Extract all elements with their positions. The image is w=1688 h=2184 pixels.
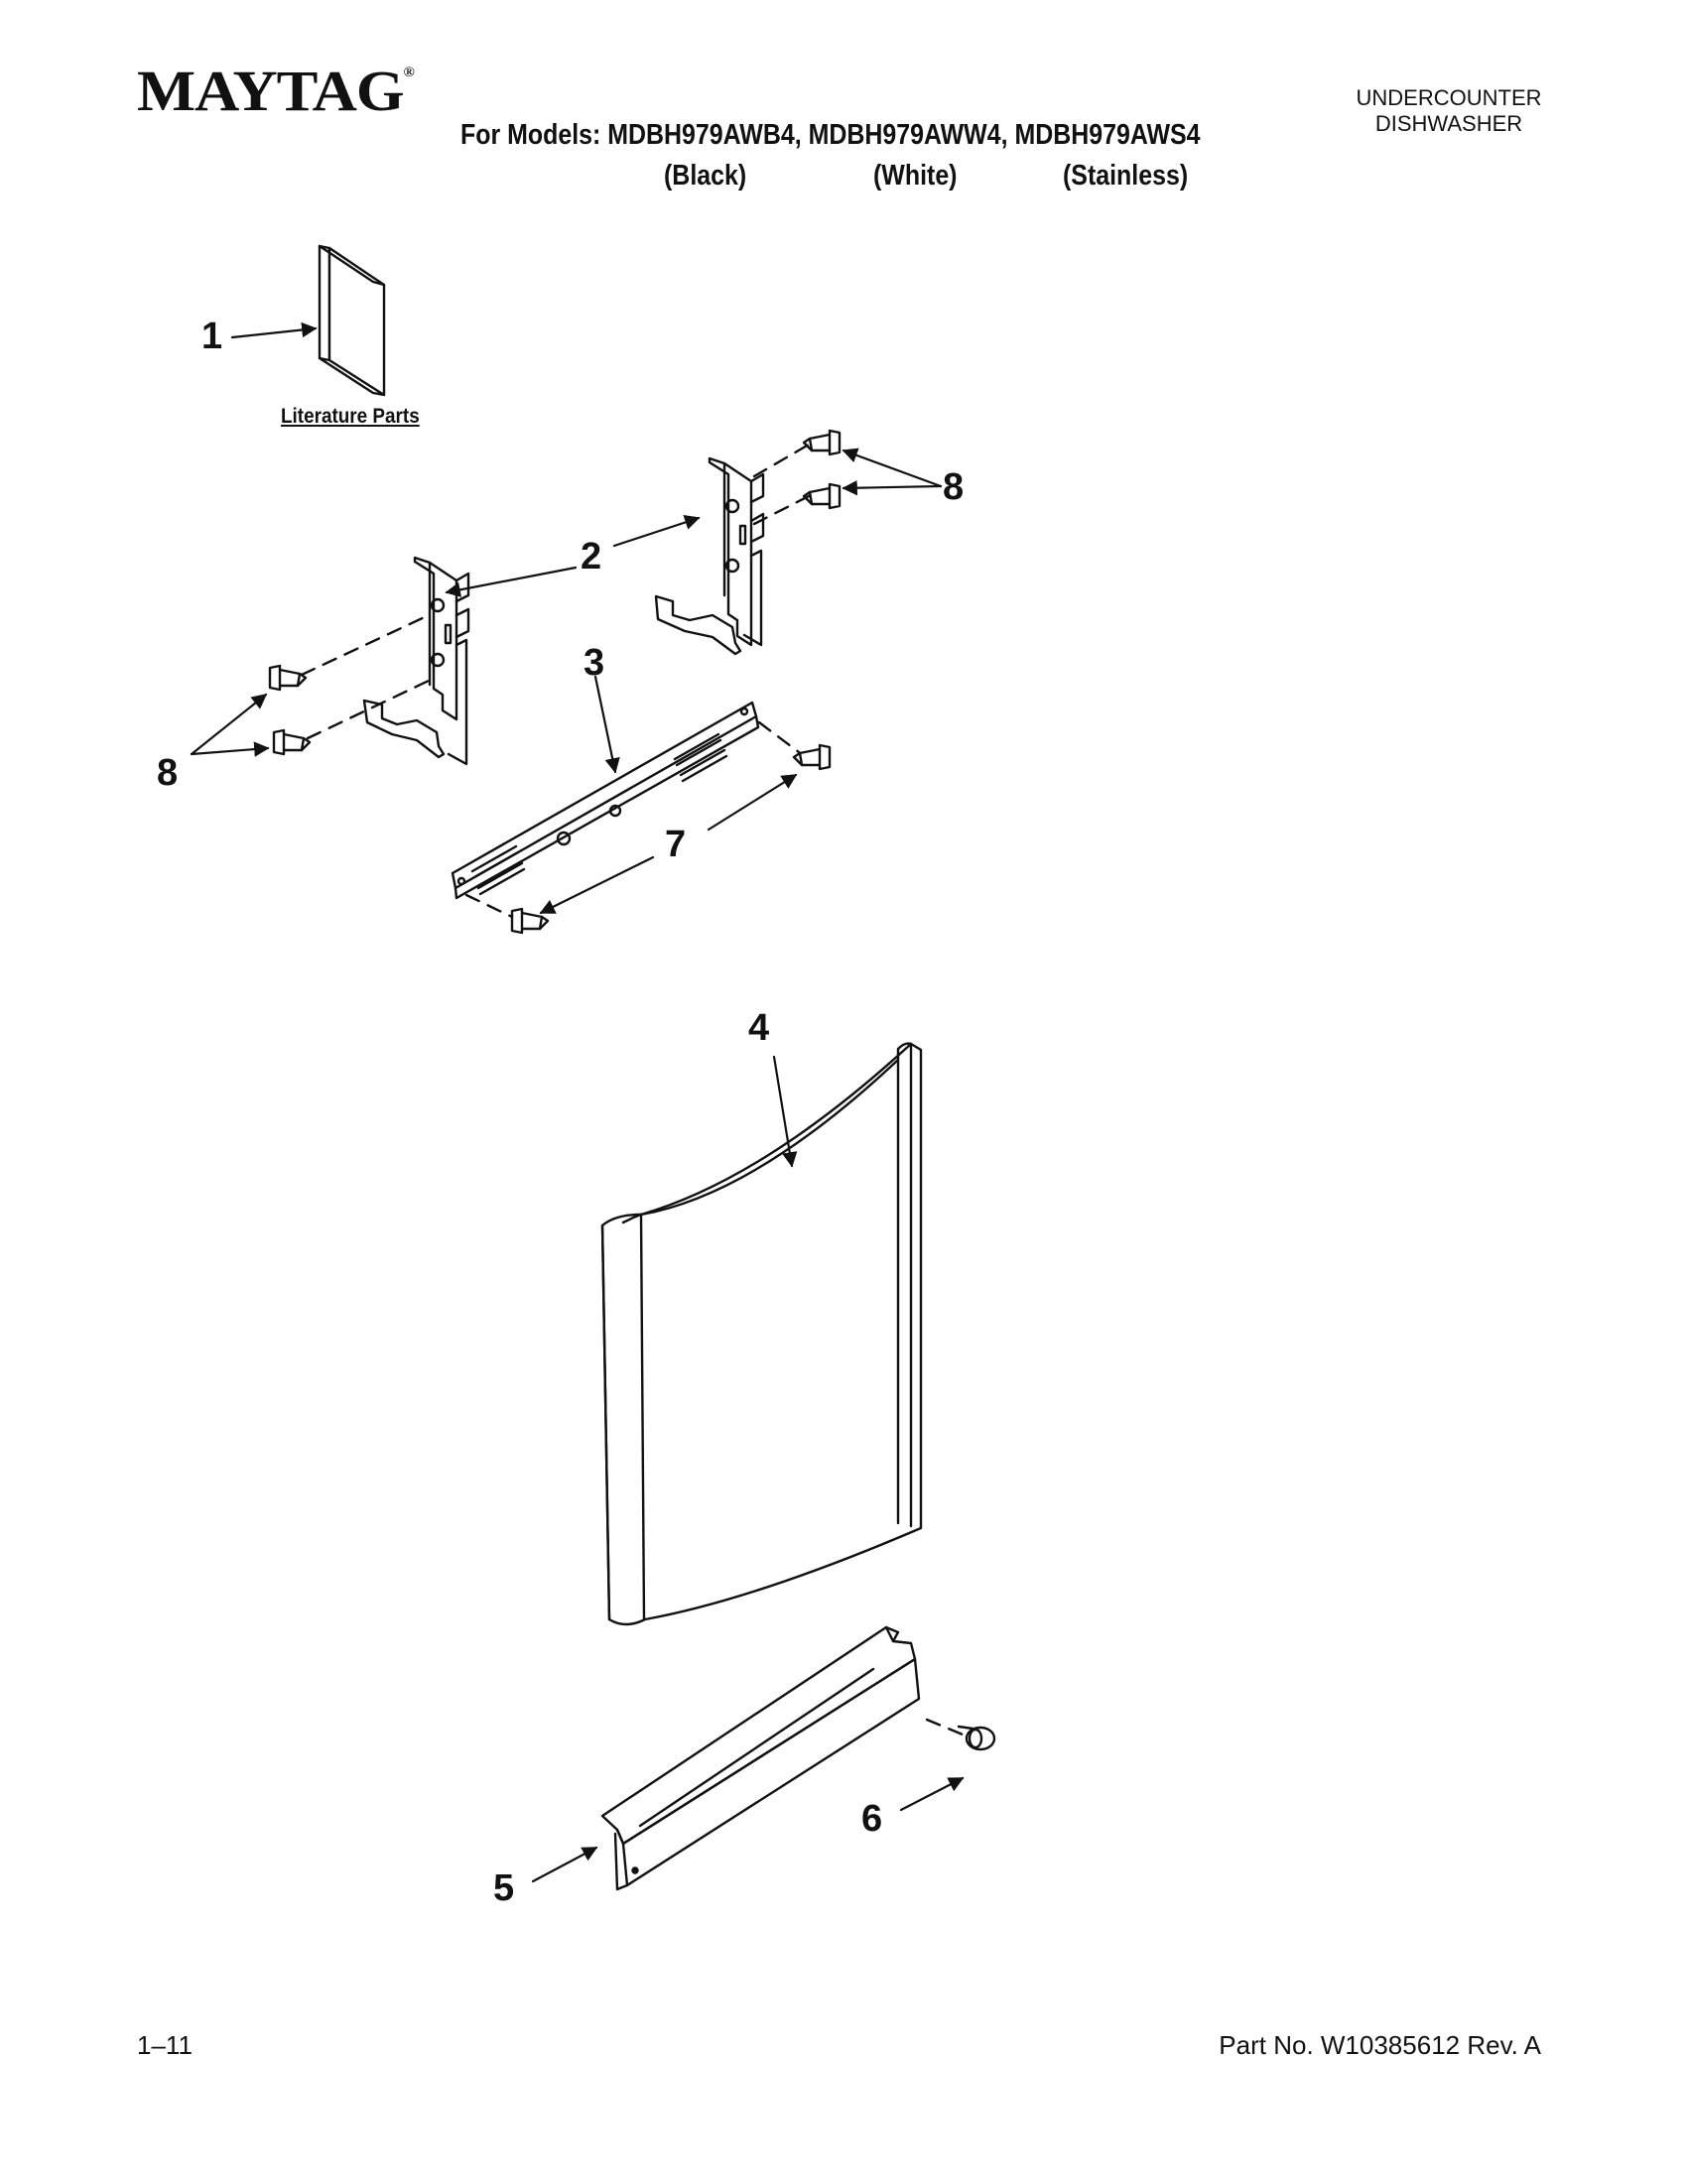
variant-white: (White)	[873, 160, 958, 192]
models-line: For Models: MDBH979AWB4, MDBH979AWW4, MD…	[460, 119, 1201, 151]
callout-1: 1	[201, 316, 223, 357]
callout-2: 2	[581, 536, 602, 578]
category-line-1: UNDERCOUNTER	[1356, 85, 1542, 110]
mounting-strip-part	[451, 701, 760, 900]
left-hinge-bracket-part	[362, 556, 470, 766]
callout-7: 7	[665, 824, 687, 865]
category-line-2: DISHWASHER	[1374, 111, 1523, 136]
literature-booklet-part	[318, 244, 386, 397]
callout-6: 6	[861, 1798, 883, 1840]
callout-5: 5	[493, 1867, 515, 1909]
variant-black: (Black)	[664, 160, 747, 192]
access-panel-part	[600, 1625, 921, 1891]
alignment-lines	[300, 443, 965, 1736]
callout-8-upper: 8	[943, 466, 965, 508]
screw-hardware	[268, 429, 996, 1751]
callout-4: 4	[748, 1007, 770, 1049]
registered-mark: ®	[403, 65, 414, 80]
callout-3: 3	[584, 642, 605, 684]
variant-stainless: (Stainless)	[1063, 160, 1189, 192]
page-number: 1–11	[137, 2030, 193, 2060]
product-category: UNDERCOUNTER DISHWASHER	[1320, 85, 1578, 137]
brand-name: MAYTAG	[137, 59, 405, 123]
brand-logo: MAYTAG®	[137, 58, 415, 124]
literature-parts-label: Literature Parts	[281, 405, 420, 428]
door-panel-part	[600, 1042, 923, 1626]
leader-arrows	[190, 321, 965, 1883]
right-hinge-bracket-part	[654, 456, 765, 656]
part-number: Part No. W10385612 Rev. A	[1219, 2030, 1541, 2060]
callout-8-lower: 8	[157, 752, 179, 794]
